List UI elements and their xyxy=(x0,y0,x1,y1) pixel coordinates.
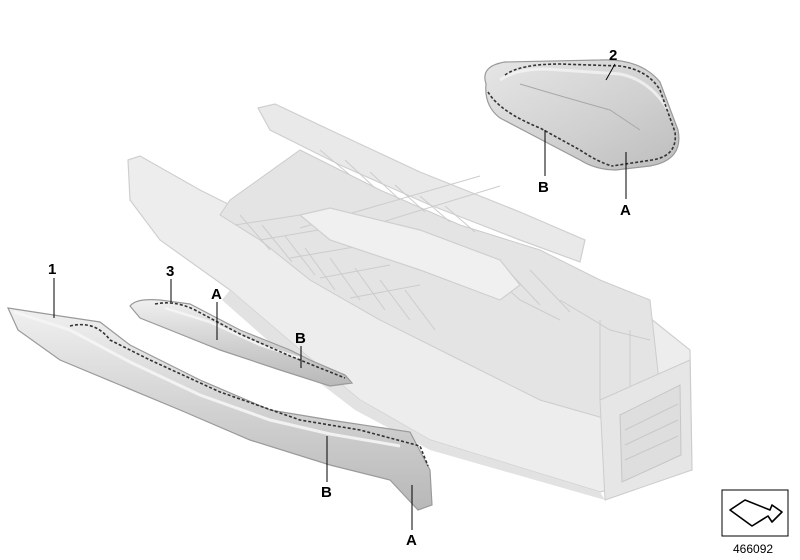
armrest-stitch-b xyxy=(487,91,613,167)
label-trim1-a: A xyxy=(406,532,417,549)
label-trim3-a: A xyxy=(211,286,222,303)
armrest-cover xyxy=(484,59,680,171)
label-armrest-a: A xyxy=(620,202,631,219)
diagram-reference: 466092 xyxy=(721,489,789,556)
trim-strip-3 xyxy=(129,299,354,387)
label-armrest-b: B xyxy=(538,179,549,196)
leader-lines xyxy=(53,63,627,530)
trim3-stitch xyxy=(154,302,346,379)
label-part-1: 1 xyxy=(48,261,56,278)
label-trim1-b: B xyxy=(321,484,332,501)
trim-strip-1 xyxy=(6,307,433,511)
label-part-2: 2 xyxy=(609,47,617,64)
vehicle-section-icon xyxy=(729,499,783,527)
label-part-3: 3 xyxy=(166,263,174,280)
label-trim3-b: B xyxy=(295,330,306,347)
center-console xyxy=(127,103,693,501)
trim1-stitch xyxy=(69,323,429,467)
armrest-stitch-a xyxy=(504,63,677,167)
diagram-number: 466092 xyxy=(733,542,773,556)
